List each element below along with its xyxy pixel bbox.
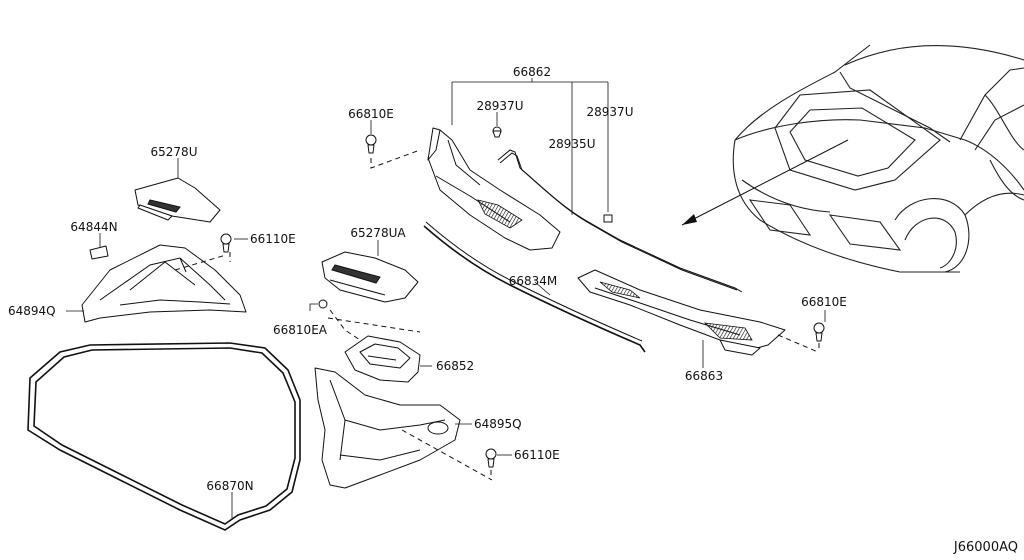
label-65278u: 65278U xyxy=(151,145,198,159)
label-28937u-left: 28937U xyxy=(477,99,524,113)
pad-64844n xyxy=(89,245,109,260)
clip-66110e-bottom xyxy=(485,448,497,468)
bracket-64894q xyxy=(81,244,247,323)
leader-lines xyxy=(66,78,826,520)
cover-65278ua xyxy=(321,251,419,303)
cover-65278u xyxy=(134,177,221,223)
cowl-top-grille-66863 xyxy=(577,269,786,356)
washer-hose-28935u xyxy=(497,149,743,293)
label-66862: 66862 xyxy=(513,65,551,79)
cowl-top-grille-66862 xyxy=(427,127,561,251)
label-28937u-right: 28937U xyxy=(587,105,634,119)
clip-28937u xyxy=(492,126,502,138)
diagram-code: J66000AQ xyxy=(953,540,1018,555)
seal-strip-66834m xyxy=(423,221,646,353)
clip-66110e-top xyxy=(220,233,232,253)
label-64895q: 64895Q xyxy=(474,417,522,431)
duct-66852 xyxy=(344,335,421,383)
label-64844n: 64844N xyxy=(70,220,117,234)
label-66110e-top: 66110E xyxy=(250,232,296,246)
label-66852: 66852 xyxy=(436,359,474,373)
label-66870n: 66870N xyxy=(206,479,253,493)
label-66810e-top: 66810E xyxy=(348,107,394,121)
weatherstrip-66870n xyxy=(27,342,301,531)
assembly-guide-lines xyxy=(174,149,820,481)
label-28935u: 28935U xyxy=(549,137,596,151)
clip-66810ea xyxy=(318,299,328,309)
label-66810ea: 66810EA xyxy=(273,323,328,337)
clip-66810e-right xyxy=(813,322,825,342)
label-66110e-bottom: 66110E xyxy=(514,448,560,462)
clip-66810e-top xyxy=(365,134,377,154)
label-65278ua: 65278UA xyxy=(350,226,406,240)
label-66810e-right: 66810E xyxy=(801,295,847,309)
label-64894q: 64894Q xyxy=(8,304,56,318)
label-66863: 66863 xyxy=(685,369,723,383)
car-outline-illustration xyxy=(681,44,1024,273)
part-labels: 66862 28937U 28937U 28935U 66810E 65278U… xyxy=(8,65,847,493)
bracket-64895q xyxy=(314,367,461,489)
label-66834m: 66834M xyxy=(509,274,558,288)
